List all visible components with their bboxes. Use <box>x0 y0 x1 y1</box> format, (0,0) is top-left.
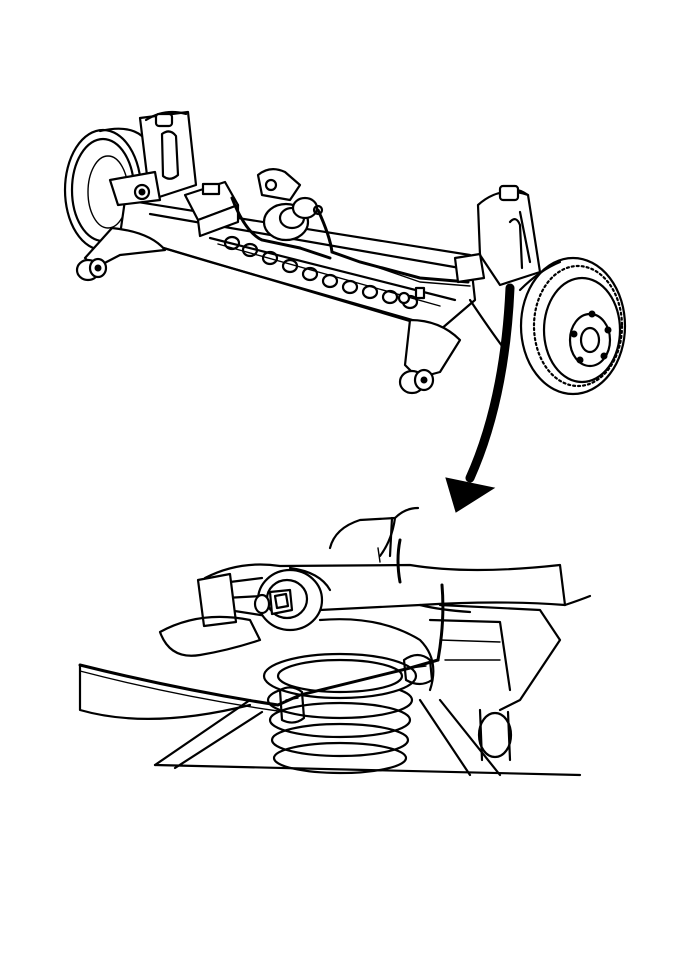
center-bracket <box>183 180 240 238</box>
left-trailing-arm <box>75 226 167 282</box>
abs-module <box>256 168 324 242</box>
bushing-bolt <box>196 568 324 632</box>
wire-clip-right <box>402 653 434 686</box>
wiring-harness <box>230 196 471 305</box>
frame-rails <box>78 663 582 777</box>
coil-spring <box>262 652 418 775</box>
shock-absorber <box>477 708 513 762</box>
right-trailing-arm <box>398 298 507 395</box>
rear-axle-assembly <box>63 110 627 396</box>
right-brake-drum <box>518 256 627 396</box>
body-panel-edge <box>328 516 397 558</box>
detail-view <box>78 506 592 777</box>
detail-arrow <box>445 283 515 513</box>
right-spring-tower <box>453 184 542 287</box>
beam-holes <box>223 235 419 310</box>
spring-seat-housing <box>158 603 562 712</box>
harness-wire-detail <box>78 538 445 712</box>
wire-clip-left <box>278 686 306 724</box>
left-spring-tower <box>108 110 198 207</box>
